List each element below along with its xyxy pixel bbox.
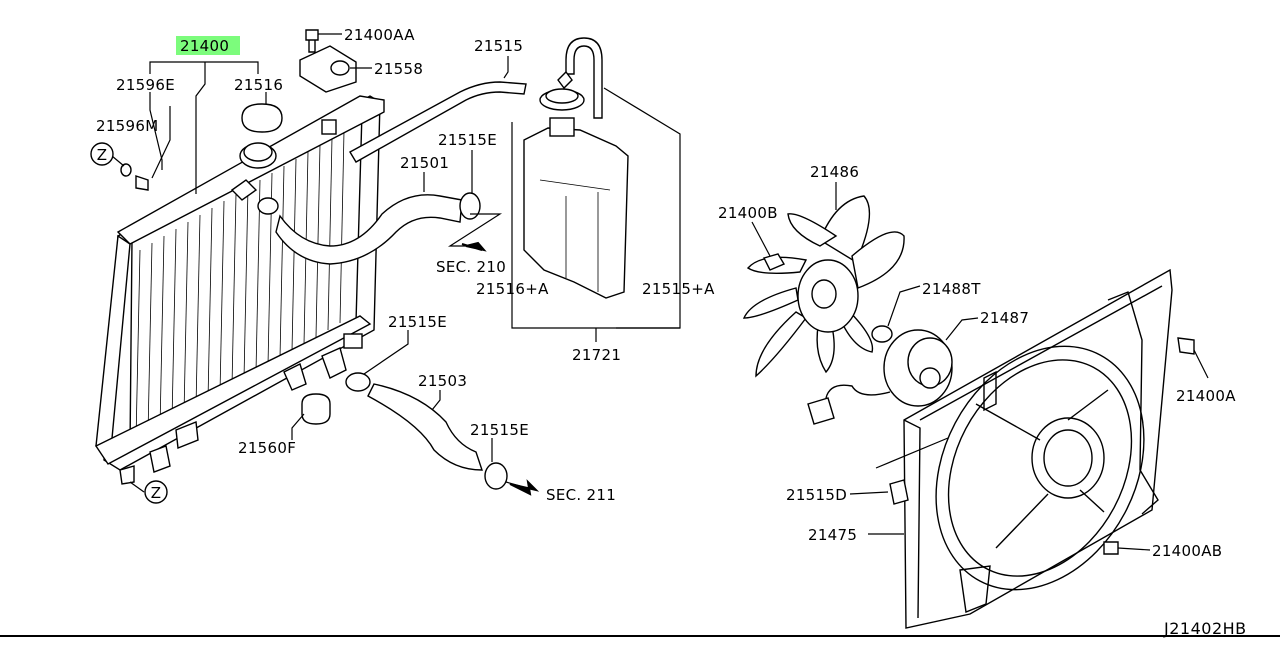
clamp-21515E-mid xyxy=(345,372,371,392)
label-21515D[interactable]: 21515D xyxy=(786,486,847,504)
bolt-21400AB-drawing xyxy=(1103,541,1119,555)
label-21501[interactable]: 21501 xyxy=(400,154,449,172)
label-21400[interactable]: 21400 xyxy=(180,37,229,55)
label-21515[interactable]: 21515 xyxy=(474,37,523,55)
z-marker-bottom: Z xyxy=(151,484,162,502)
arrow-sec-210 xyxy=(461,241,487,252)
label-21516[interactable]: 21516 xyxy=(234,76,283,94)
label-21558[interactable]: 21558 xyxy=(374,60,423,78)
label-21516A[interactable]: 21516+A xyxy=(476,280,549,298)
clip-21400A-drawing xyxy=(1177,337,1195,355)
clamp-21515E-top xyxy=(459,192,481,220)
radiator-cap-21516-drawing xyxy=(241,103,283,133)
label-21475[interactable]: 21475 xyxy=(808,526,857,544)
washer-21596M xyxy=(120,163,132,177)
plug-21596E xyxy=(135,175,149,191)
label-21400AB[interactable]: 21400AB xyxy=(1152,542,1222,560)
shroud-21475-drawing xyxy=(903,268,1173,629)
z-marker-top: Z xyxy=(97,146,108,164)
label-21515A[interactable]: 21515+A xyxy=(642,280,715,298)
overflow-hose-21515-drawing xyxy=(349,81,527,163)
clip-21400B-drawing xyxy=(762,253,786,271)
upper-hose-21501-drawing xyxy=(275,194,463,265)
motor-21487-drawing xyxy=(807,329,953,425)
lower-hose-21503-drawing xyxy=(367,383,483,471)
label-21560F[interactable]: 21560F xyxy=(238,439,296,457)
bracket-21558-drawing xyxy=(299,45,357,93)
label-21488T[interactable]: 21488T xyxy=(922,280,981,298)
label-21400A[interactable]: 21400A xyxy=(1176,387,1236,405)
label-21596M[interactable]: 21596M xyxy=(96,117,158,135)
highlight-21400 xyxy=(176,36,240,55)
label-21486[interactable]: 21486 xyxy=(810,163,859,181)
bushing-21488T-drawing xyxy=(871,325,893,343)
fan-21486-drawing xyxy=(742,195,905,378)
mount-21560F-drawing xyxy=(301,393,331,425)
clip-21515D-drawing xyxy=(889,479,909,505)
label-sec-210[interactable]: SEC. 210 xyxy=(436,258,506,276)
clamp-upper-rad xyxy=(257,197,279,215)
z-marker-bottom-circle xyxy=(144,480,168,504)
diagram-code: J21402HB xyxy=(1163,619,1247,638)
rubber-mount-21558 xyxy=(330,60,350,76)
bolt-21400AA-drawing xyxy=(305,29,319,53)
arrow-sec-211 xyxy=(509,479,540,496)
leader-lines xyxy=(111,33,1209,551)
label-21400B[interactable]: 21400B xyxy=(718,204,778,222)
label-21515E-low[interactable]: 21515E xyxy=(470,421,529,439)
label-21596E[interactable]: 21596E xyxy=(116,76,175,94)
z-marker-top-circle xyxy=(90,142,114,166)
clamp-21515E-low xyxy=(484,462,508,490)
label-21400AA[interactable]: 21400AA xyxy=(344,26,415,44)
label-21515E-top[interactable]: 21515E xyxy=(438,131,497,149)
reservoir-tank-drawing xyxy=(523,37,629,299)
label-21721[interactable]: 21721 xyxy=(572,346,621,364)
label-21503[interactable]: 21503 xyxy=(418,372,467,390)
label-21487[interactable]: 21487 xyxy=(980,309,1029,327)
label-21515E-mid[interactable]: 21515E xyxy=(388,313,447,331)
radiator-drawing xyxy=(94,95,385,485)
label-sec-211[interactable]: SEC. 211 xyxy=(546,486,616,504)
